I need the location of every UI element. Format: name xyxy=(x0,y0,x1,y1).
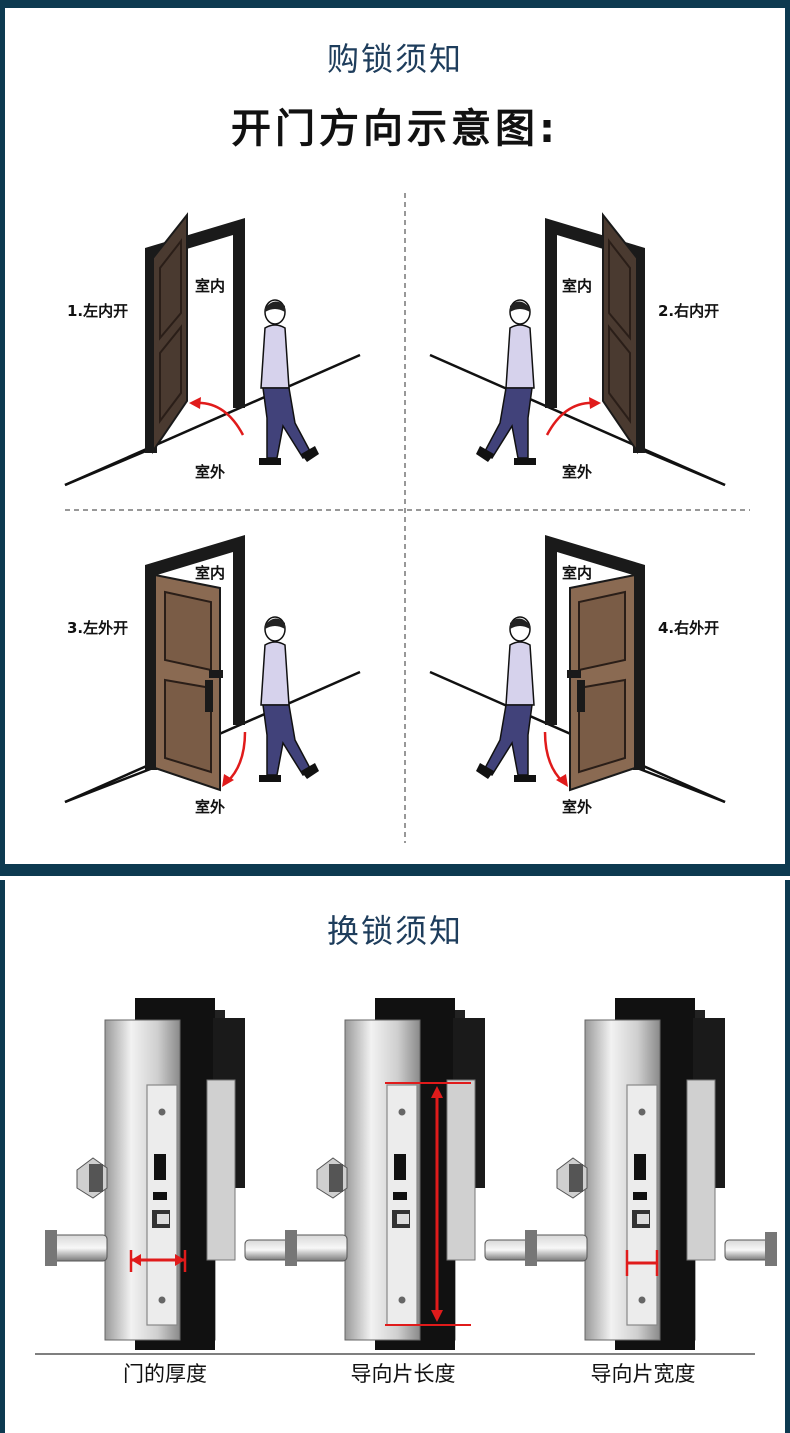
lock-door-thickness xyxy=(44,997,298,1351)
lock-illustrations xyxy=(35,997,778,1355)
guide-plate-length-caption: 导向片长度 xyxy=(350,1362,456,1386)
replacement-notice-heading: 换锁须知 xyxy=(326,912,463,950)
lock-guide-plate-width xyxy=(524,997,778,1351)
right-inward-illustration xyxy=(429,212,726,487)
quadrant-dividers xyxy=(65,193,750,843)
outdoor-label: 室外 xyxy=(195,463,226,481)
lock-guide-plate-length xyxy=(284,997,538,1351)
quadrant-label: 4.右外开 xyxy=(658,619,720,637)
guide-plate-width-caption: 导向片宽度 xyxy=(590,1362,696,1386)
purchase-notice-heading: 购锁须知 xyxy=(326,40,463,78)
door-direction-title: 开门方向示意图: xyxy=(231,106,559,152)
door-thickness-caption: 门的厚度 xyxy=(123,1362,207,1386)
person-figure xyxy=(259,299,319,465)
lock-replacement-section: 换锁须知 xyxy=(0,880,790,1433)
indoor-label: 室内 xyxy=(562,564,593,582)
indoor-label: 室内 xyxy=(195,277,226,295)
person-figure xyxy=(259,616,319,782)
left-inward-illustration xyxy=(64,212,361,487)
indoor-label: 室内 xyxy=(195,564,226,582)
outdoor-label: 室外 xyxy=(562,463,593,481)
quadrant-left-outward: 3.左外开 室内 室外 xyxy=(5,520,400,820)
quadrant-label: 3.左外开 xyxy=(67,619,129,637)
quadrant-left-inward: 1.左内开 室内 室外 xyxy=(5,203,400,503)
quadrant-label: 1.左内开 xyxy=(67,302,129,320)
quadrant-right-inward: 2.右内开 室内 室外 xyxy=(400,203,785,503)
quadrant-label: 2.右内开 xyxy=(658,302,720,320)
left-outward-illustration xyxy=(64,535,361,804)
quadrant-right-outward: 4.右外开 室内 室外 xyxy=(400,520,785,820)
door-direction-section: 购锁须知 开门方向示意图: 1.左内开 室内 xyxy=(0,0,790,876)
indoor-label: 室内 xyxy=(562,277,593,295)
person-figure xyxy=(476,616,536,782)
right-outward-illustration xyxy=(429,535,726,804)
person-figure xyxy=(476,299,536,465)
outdoor-label: 室外 xyxy=(195,798,226,816)
outdoor-label: 室外 xyxy=(562,798,593,816)
